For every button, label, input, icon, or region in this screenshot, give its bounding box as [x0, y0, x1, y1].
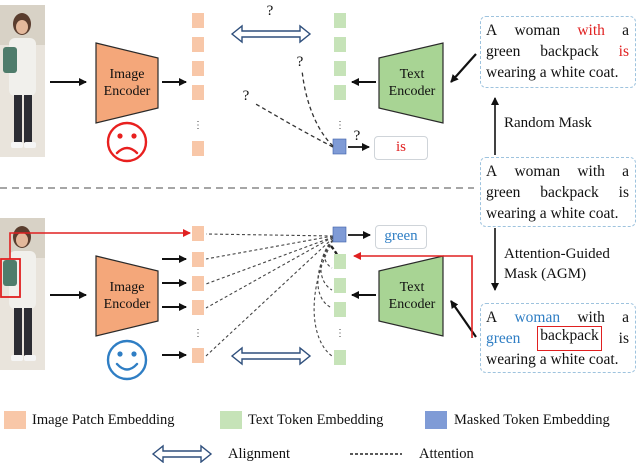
svg-text:⋮: ⋮	[335, 120, 345, 131]
legend-image-patch-label: Image Patch Embedding	[32, 412, 175, 428]
caption-bottom-line-1: A woman with a	[486, 307, 629, 328]
svg-text:⋮: ⋮	[335, 328, 345, 339]
caption-bottom-word-woman: woman	[514, 309, 561, 326]
prediction-question-mark: ?	[354, 128, 361, 144]
legend-alignment-icon	[151, 444, 213, 463]
caption-to-text-encoder-arrow-top	[450, 53, 477, 83]
caption-top-word: A	[486, 22, 498, 39]
caption-middle-word: A	[486, 163, 498, 180]
attention-question-mark-1: ?	[297, 54, 304, 70]
attention-question-mark-2: ?	[243, 88, 250, 104]
attention-line-top-1	[301, 69, 334, 147]
caption-middle: A woman with a green backpack is wearing…	[480, 157, 636, 227]
legend-attention-label: Attention	[419, 446, 474, 462]
caption-bottom-word-backpack: backpack	[537, 326, 602, 351]
backpack-to-patch-arrow	[9, 229, 191, 259]
caption-bottom-word: a	[622, 309, 629, 326]
legend-text-token-label: Text Token Embedding	[248, 412, 384, 428]
legend-text-token-swatch	[220, 411, 242, 429]
caption-bottom-line-3: wearing a white coat.	[486, 351, 619, 368]
text-encoder-label-bottom-1: Text	[400, 280, 425, 295]
text-tokens-bottom: ⋮	[332, 226, 347, 365]
text-encoder-top	[378, 42, 444, 124]
agm-label: Attention-Guided Mask (AGM)	[504, 244, 610, 284]
alignment-question-mark: ?	[267, 3, 274, 19]
prediction-pill-top: is	[374, 136, 428, 160]
legend-alignment-label: Alignment	[228, 446, 291, 462]
agm-label-line-1: Attention-Guided	[504, 246, 610, 262]
caption-top: A woman with a green backpack is wearing…	[480, 16, 636, 88]
caption-bottom-word: A	[486, 309, 498, 326]
caption-middle-word: with	[577, 163, 605, 180]
alignment-arrow-bottom	[230, 346, 312, 366]
image-encoder-bottom	[95, 255, 159, 337]
caption-bottom-line-2: green backpack is	[486, 326, 629, 351]
legend-image-patch-swatch	[4, 411, 26, 429]
happy-face-icon	[106, 339, 148, 381]
image-patches-top: ⋮	[192, 13, 204, 156]
svg-text:⋮: ⋮	[193, 328, 203, 339]
caption-bottom-word: with	[577, 309, 605, 326]
alignment-arrow-top	[230, 24, 312, 44]
image-encoder-label-bottom-1: Image	[110, 280, 145, 295]
caption-middle-word: woman	[514, 163, 561, 180]
image-patches-bottom: ⋮	[192, 226, 204, 363]
prediction-pill-bottom: green	[375, 225, 427, 249]
caption-middle-line-1: A woman with a	[486, 161, 629, 182]
text-encoder-label-bottom-2: Encoder	[389, 297, 436, 312]
masked-token-top	[332, 138, 347, 155]
caption-top-word-with: with	[577, 22, 605, 39]
caption-top-line-3: wearing a white coat.	[486, 64, 619, 81]
random-mask-label: Random Mask	[504, 115, 592, 131]
image-encoder-label-bottom-2: Encoder	[104, 297, 151, 312]
image-encoder-label-top-2: Encoder	[104, 84, 151, 99]
caption-middle-line-3: wearing a white coat.	[486, 205, 619, 222]
caption-top-word: backpack	[540, 43, 599, 60]
image-encoder-top	[95, 42, 159, 124]
text-encoder-label-top-2: Encoder	[389, 84, 436, 99]
caption-bottom-word-green: green	[486, 330, 521, 347]
caption-bottom: A woman with a green backpack is wearing…	[480, 303, 636, 373]
caption-middle-word: a	[622, 163, 629, 180]
agm-label-line-2: Mask (AGM)	[504, 266, 587, 282]
person-photo-top	[0, 5, 45, 157]
attention-lines-bottom	[205, 233, 334, 357]
masked-token-bottom	[332, 226, 347, 243]
caption-middle-word: backpack	[540, 184, 599, 201]
attention-line-top-2	[253, 102, 334, 148]
caption-top-word: green	[486, 43, 521, 60]
legend-masked-token-swatch	[425, 411, 447, 429]
svg-text:⋮: ⋮	[193, 120, 203, 131]
text-encoder-label-top-1: Text	[400, 67, 425, 82]
caption-top-line-1: A woman with a	[486, 20, 629, 41]
legend-masked-token-label: Masked Token Embedding	[454, 412, 610, 428]
text-encoder-bottom	[378, 255, 444, 337]
caption-middle-line-2: green backpack is	[486, 182, 629, 203]
masked-word-to-token-arrow	[353, 252, 473, 338]
image-encoder-to-patches-arrows-bottom	[162, 255, 187, 359]
caption-middle-word: is	[618, 184, 629, 201]
caption-top-word-is: is	[618, 43, 629, 60]
caption-middle-word: green	[486, 184, 521, 201]
caption-bottom-word: is	[618, 330, 629, 347]
caption-top-word: woman	[514, 22, 561, 39]
caption-top-word: a	[622, 22, 629, 39]
sad-face-icon	[106, 121, 148, 163]
caption-top-line-2: green backpack is	[486, 41, 629, 62]
image-encoder-label-top-1: Image	[110, 67, 145, 82]
person-photo-bottom	[0, 218, 45, 370]
text-tokens-top: ⋮	[332, 13, 347, 155]
